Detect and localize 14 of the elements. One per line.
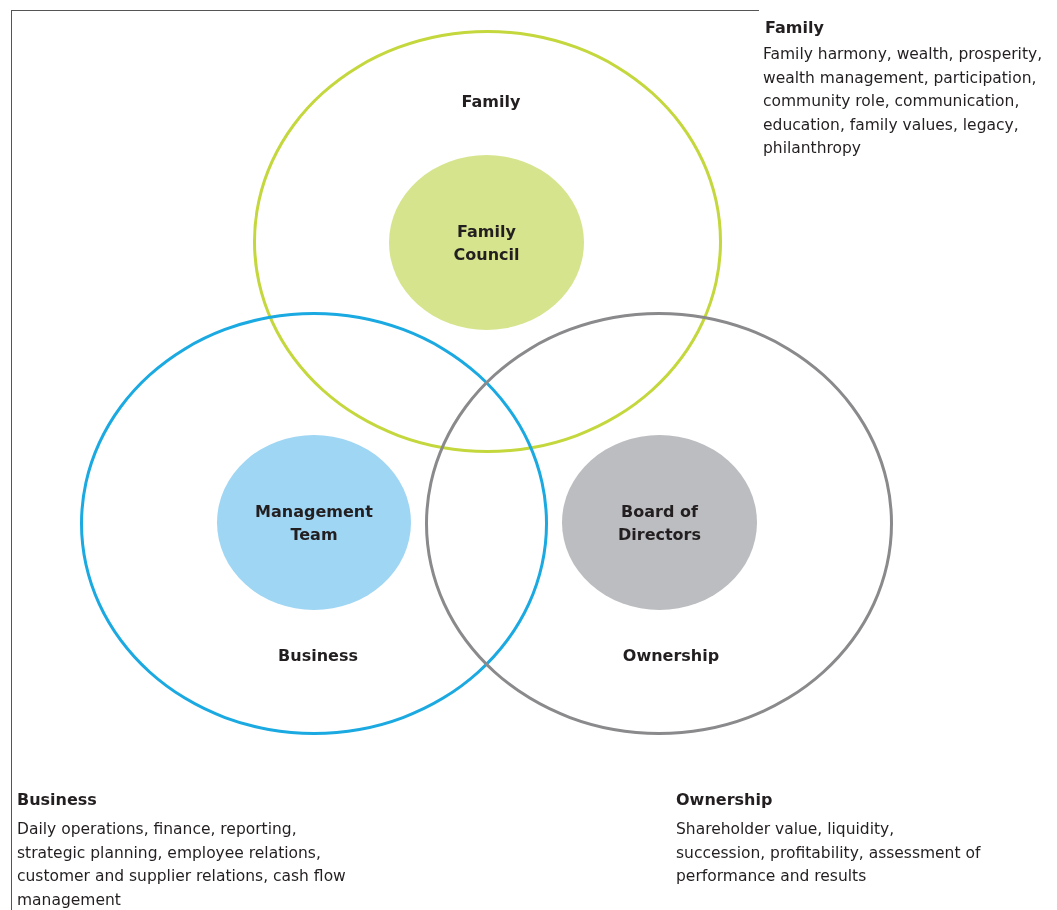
team-circle: Management Team [217,435,411,610]
ownership-circle [425,312,893,735]
circle-title: Ownership [622,645,720,665]
circle-title: Business [278,645,358,665]
description-text: Shareholder value, liquidity, succession, profitability, assessment of performance and results [676,819,982,887]
description-text: Family harmony, wealth, prosperity, wealth management, participation, community role, communication, education, family values, legacy, philanthropy [763,44,1044,159]
section-heading: Family [765,17,825,39]
business-circle [80,312,548,735]
section-heading: Business [17,789,98,811]
section-heading: Ownership [676,789,774,811]
board-circle: Board of Directors [562,435,757,610]
description-text: Daily operations, finance, reporting, strategic planning, employee relations, customer and supplier relations, cash flow management [17,819,347,910]
council-circle: Family Council [389,155,584,330]
circle-title: Family [461,91,521,111]
